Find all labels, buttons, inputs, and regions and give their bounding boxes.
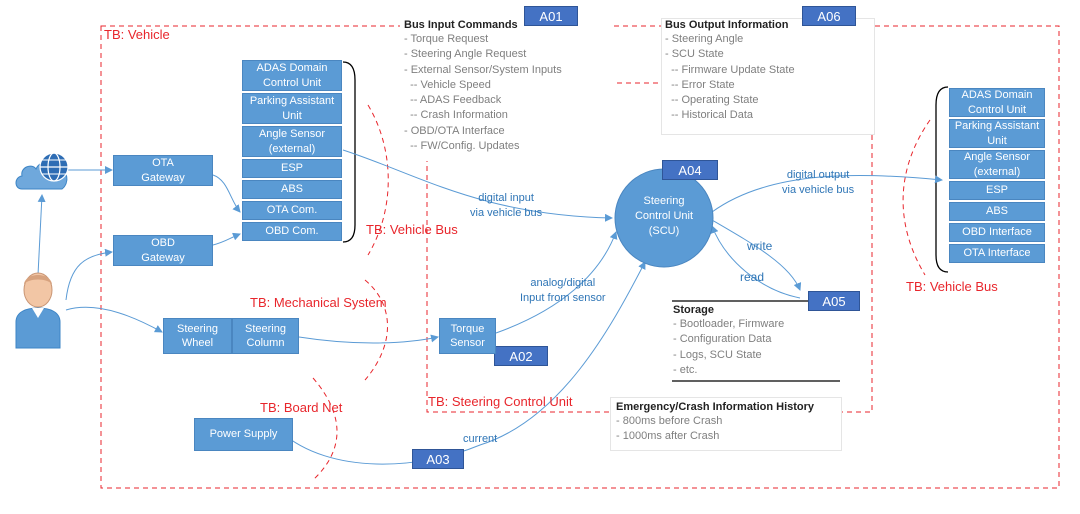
vehicle-bus-right-curve xyxy=(902,119,931,276)
storage-read-scu xyxy=(710,225,801,299)
torque-to-scu xyxy=(495,231,618,334)
list-item: -- Firmware Update State xyxy=(665,63,795,76)
mechanical-curve xyxy=(364,279,388,381)
user-to-obd xyxy=(65,248,113,301)
power-supply-box[interactable]: Power Supply xyxy=(194,418,293,451)
obd-gateway-box[interactable]: OBD Gateway xyxy=(113,235,213,266)
bus-input-title: Bus Input Commands xyxy=(404,19,518,31)
right-stack-item[interactable]: Angle Sensor (external) xyxy=(949,150,1045,179)
list-item: - OBD/OTA Interface xyxy=(404,124,505,137)
steering-wheel-box[interactable]: Steering Wheel xyxy=(163,318,232,354)
list-item: - 1000ms after Crash xyxy=(616,430,720,443)
user-to-wheel xyxy=(65,306,163,333)
list-item: - Steering Angle xyxy=(665,33,744,45)
list-item: -- Historical Data xyxy=(665,109,754,122)
bus-to-scu xyxy=(342,149,613,222)
tag-a06: A06 xyxy=(802,6,856,26)
left-stack-item[interactable]: ADAS Domain Control Unit xyxy=(242,60,342,91)
list-item: -- Crash Information xyxy=(404,109,508,122)
storage-title: Storage xyxy=(673,304,714,316)
steering-column-box[interactable]: Steering Column xyxy=(232,318,299,354)
list-item: - Configuration Data xyxy=(673,333,772,346)
right-stack-item[interactable]: Parking Assistant Unit xyxy=(949,119,1045,148)
obd-to-obdcom xyxy=(212,232,241,246)
scu-to-right-bus xyxy=(711,174,943,213)
user-to-cloud xyxy=(37,194,46,276)
steering-wheel-label: Steering Wheel xyxy=(177,322,218,349)
torque-sensor-box[interactable]: Torque Sensor xyxy=(439,318,496,354)
bus-output-title: Bus Output Information xyxy=(665,19,789,31)
right-stack-item[interactable]: ESP xyxy=(949,181,1045,200)
right-stack-item[interactable]: ADAS Domain Control Unit xyxy=(949,88,1045,117)
bus-output-list: - Steering Angle - SCU State -- Firmware… xyxy=(662,32,874,124)
bus-output-panel: Bus Output Information - Steering Angle … xyxy=(661,18,875,135)
list-item: - etc. xyxy=(673,363,698,376)
analog-digital-label: analog/digital Input from sensor xyxy=(520,277,606,304)
column-to-torque xyxy=(298,334,439,344)
list-item: - Bootloader, Firmware xyxy=(673,318,785,330)
board-net-curve xyxy=(312,377,338,481)
tb-vehicle-label: TB: Vehicle xyxy=(104,27,170,42)
right-stack-item[interactable]: OBD Interface xyxy=(949,223,1045,242)
storage-panel: Storage - Bootloader, Firmware - Configu… xyxy=(673,304,808,380)
left-stack-bracket xyxy=(342,61,356,243)
left-stack-item[interactable]: Angle Sensor (external) xyxy=(242,126,342,157)
list-item: - Steering Angle Request xyxy=(404,48,527,61)
storage-list: - Bootloader, Firmware - Configuration D… xyxy=(673,317,808,378)
list-item: -- Vehicle Speed xyxy=(404,78,491,91)
user-icon xyxy=(15,272,61,349)
ota-gateway-label: OTA Gateway xyxy=(141,157,185,184)
right-bus-stack: ADAS Domain Control Unit Parking Assista… xyxy=(949,88,1045,263)
power-to-scu xyxy=(280,261,646,465)
tag-a03: A03 xyxy=(412,449,464,469)
emergency-panel: Emergency/Crash Information History - 80… xyxy=(610,397,842,451)
globe-icon[interactable] xyxy=(36,149,72,185)
scu-write-storage xyxy=(711,219,802,291)
tb-mechanical-label: TB: Mechanical System xyxy=(250,295,387,310)
ota-to-otacom xyxy=(212,174,241,213)
tag-a02: A02 xyxy=(494,346,548,366)
list-item: -- ADAS Feedback xyxy=(404,94,502,107)
emergency-list: - 800ms before Crash - 1000ms after Cras… xyxy=(611,414,841,445)
list-item: - 800ms before Crash xyxy=(616,415,723,427)
write-label: write xyxy=(747,239,773,253)
list-item: -- Error State xyxy=(665,78,735,91)
emergency-title: Emergency/Crash Information History xyxy=(616,401,815,413)
steering-column-label: Steering Column xyxy=(245,322,286,349)
left-stack-item[interactable]: ESP xyxy=(242,159,342,178)
power-supply-label: Power Supply xyxy=(209,428,278,441)
left-stack-item[interactable]: Parking Assistant Unit xyxy=(242,93,342,124)
current-label: current xyxy=(463,433,498,445)
ota-gateway-box[interactable]: OTA Gateway xyxy=(113,155,213,186)
digital-output-label: digital output via vehicle bus xyxy=(782,169,855,196)
right-stack-item[interactable]: OTA Interface xyxy=(949,244,1045,263)
right-stack-item[interactable]: ABS xyxy=(949,202,1045,221)
obd-gateway-label: OBD Gateway xyxy=(141,237,185,264)
left-stack-item[interactable]: ABS xyxy=(242,180,342,199)
tb-scu-label: TB: Steering Control Unit xyxy=(428,394,573,409)
tb-vehicle-bus-right-label: TB: Vehicle Bus xyxy=(906,279,998,294)
list-item: - External Sensor/System Inputs xyxy=(404,63,562,76)
vehicle-bus-left-curve xyxy=(367,104,389,256)
list-item: - Logs, SCU State xyxy=(673,348,762,361)
bus-input-panel: Bus Input Commands - Torque Request - St… xyxy=(400,19,610,161)
list-item: -- Operating State xyxy=(665,94,759,107)
list-item: -- FW/Config. Updates xyxy=(404,140,520,153)
tb-board-net-label: TB: Board Net xyxy=(260,400,343,415)
list-item: - Torque Request xyxy=(404,33,489,45)
tb-vehicle-bus-left-label: TB: Vehicle Bus xyxy=(366,222,458,237)
bus-input-list: - Torque Request - Steering Angle Reques… xyxy=(400,32,610,154)
tag-a01: A01 xyxy=(524,6,578,26)
torque-sensor-label: Torque Sensor xyxy=(450,322,485,349)
tag-a04: A04 xyxy=(662,160,718,180)
list-item: - SCU State xyxy=(665,48,724,61)
tag-a05: A05 xyxy=(808,291,860,311)
left-stack-item[interactable]: OBD Com. xyxy=(242,222,342,241)
scu-label[interactable]: Steering Control Unit (SCU) xyxy=(634,195,694,237)
left-bus-stack: ADAS Domain Control Unit Parking Assista… xyxy=(242,60,342,241)
digital-input-label: digital input via vehicle bus xyxy=(470,192,543,219)
left-stack-item[interactable]: OTA Com. xyxy=(242,201,342,220)
read-label: read xyxy=(740,270,765,284)
